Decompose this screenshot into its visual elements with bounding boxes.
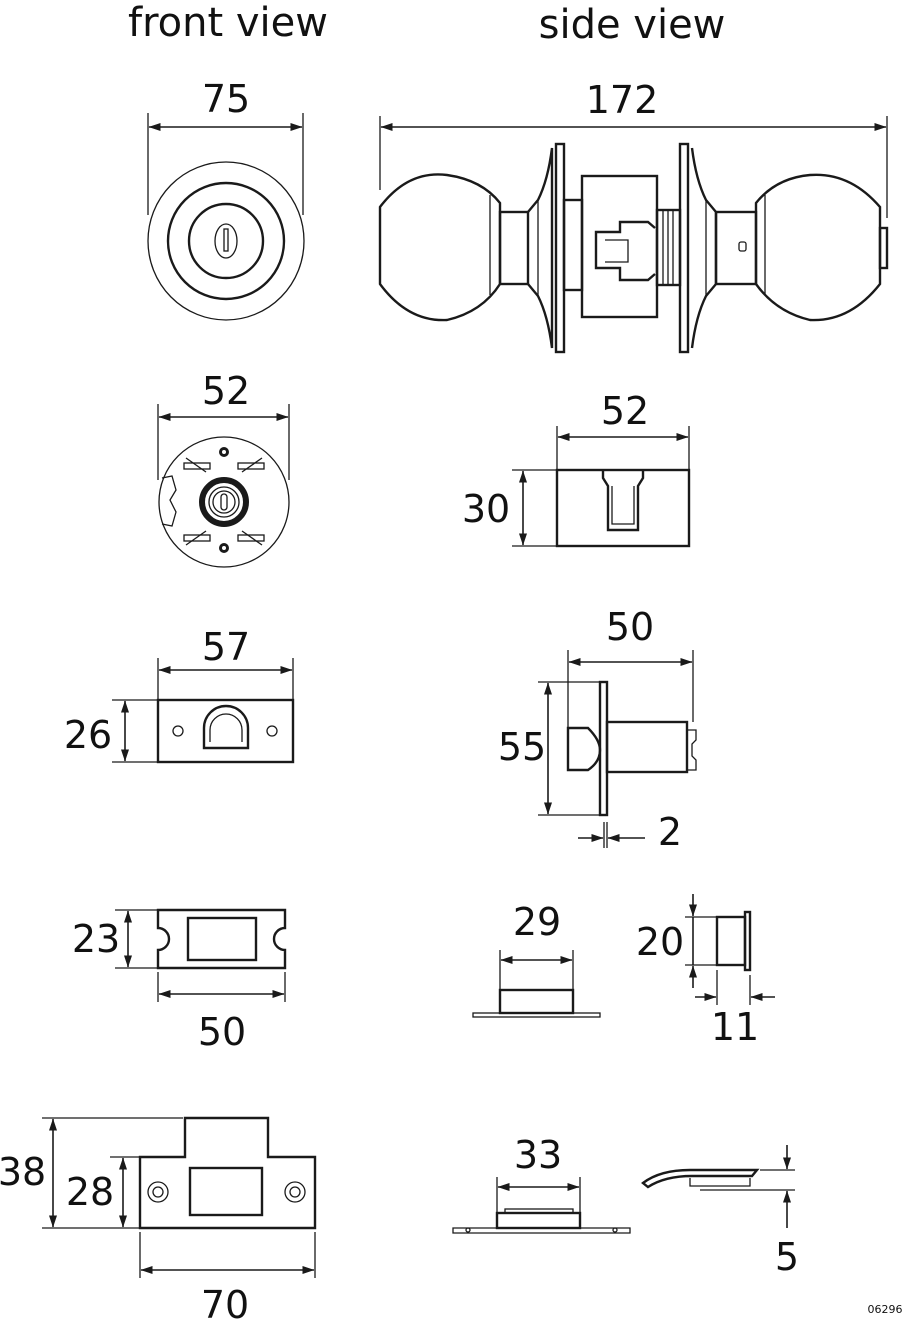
large-strike-lip-view xyxy=(641,1145,795,1228)
rose-front-view xyxy=(157,404,290,568)
small-strike-side-width-label: 29 xyxy=(513,900,561,944)
drawing-code: 06296 xyxy=(868,1303,903,1316)
rose-width-label: 52 xyxy=(601,389,649,433)
small-strike-depth-view xyxy=(685,894,775,1005)
large-strike-height-label: 38 xyxy=(0,1150,46,1194)
latch-side-view xyxy=(538,650,697,848)
small-strike-front-view xyxy=(115,908,287,1002)
small-strike-width-label: 50 xyxy=(198,1010,246,1054)
rose-side-view xyxy=(512,426,691,548)
front-view-title: front view xyxy=(128,0,328,46)
small-strike-depth-height-label: 20 xyxy=(636,920,684,964)
faceplate-width-label: 57 xyxy=(202,625,250,669)
small-strike-side-view xyxy=(472,950,601,1018)
knob-diameter-label: 75 xyxy=(202,77,250,121)
latch-plate-thickness-label: 2 xyxy=(658,810,682,854)
small-strike-height-label: 23 xyxy=(72,917,120,961)
large-strike-front-view xyxy=(42,1116,317,1278)
latch-plate-height-label: 55 xyxy=(498,725,546,769)
rose-diameter-label: 52 xyxy=(202,369,250,413)
faceplate-height-label: 26 xyxy=(64,713,112,757)
latch-backset-label: 50 xyxy=(606,605,654,649)
large-strike-side-view xyxy=(452,1177,631,1234)
large-strike-width-label: 70 xyxy=(201,1283,249,1324)
rose-height-label: 30 xyxy=(462,487,510,531)
knob-front-view xyxy=(147,113,305,321)
small-strike-depth-width-label: 11 xyxy=(711,1005,759,1049)
faceplate-front-view xyxy=(112,658,295,764)
knob-length-label: 172 xyxy=(586,78,659,122)
knob-side-view xyxy=(378,116,889,354)
large-strike-lip-label: 5 xyxy=(775,1235,799,1279)
side-view-title: side view xyxy=(539,2,726,48)
large-strike-side-width-label: 33 xyxy=(514,1133,562,1177)
large-strike-inner-height-label: 28 xyxy=(66,1170,114,1214)
